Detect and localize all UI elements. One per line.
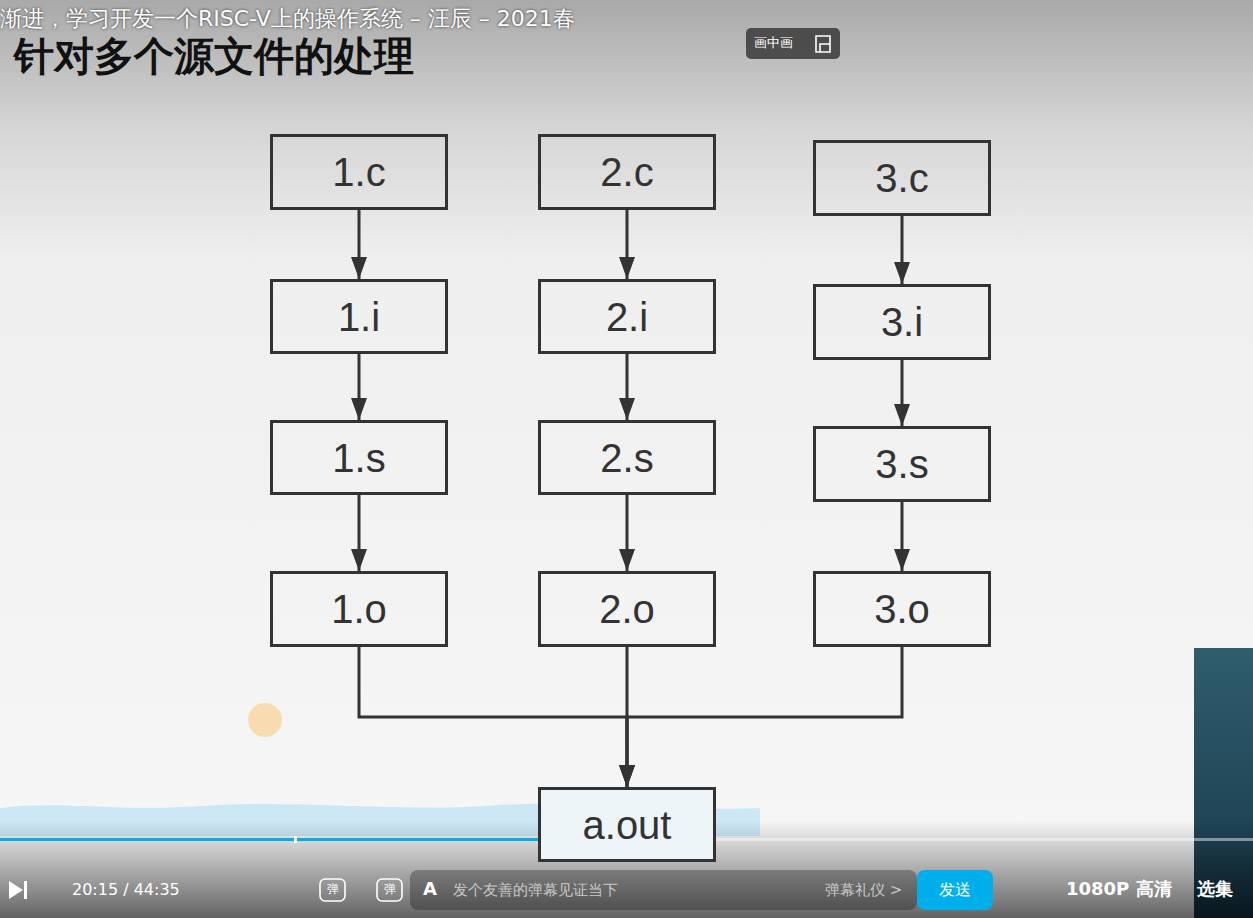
quality-label: 1080P 高清 — [1066, 878, 1172, 900]
file-box: 2.s — [538, 420, 716, 495]
file-name: 1.o — [331, 587, 387, 631]
file-box: 3.o — [813, 571, 991, 647]
file-name: 2.i — [606, 295, 648, 339]
flow-arrow — [901, 502, 904, 571]
flow-arrow — [626, 354, 629, 420]
flow-arrow — [626, 495, 629, 571]
file-name: 2.s — [600, 436, 653, 480]
video-title: 渐进，学习开发一个RISC-V上的操作系统 – 汪辰 – 2021春 — [0, 6, 575, 32]
danmaku-settings — [377, 879, 402, 901]
pip-icon — [816, 36, 830, 52]
file-name: 3.i — [881, 300, 923, 344]
episodes-label: 选集 — [1197, 878, 1233, 900]
flow-arrow — [358, 495, 361, 571]
time-display: 20:15 / 44:35 — [72, 880, 180, 899]
input-placeholder: 发个友善的弹幕见证当下 — [453, 881, 618, 899]
send-label: 发送 — [917, 880, 993, 899]
flow-arrow — [627, 647, 902, 787]
file-box: 2.c — [538, 134, 716, 210]
slide-title: 针对多个源文件的处理 — [14, 34, 414, 78]
file-name: 2.o — [599, 587, 655, 631]
comment-input — [410, 870, 917, 910]
font-icon: A — [423, 878, 437, 900]
file-name: a.out — [583, 803, 672, 847]
flow-arrow — [901, 360, 904, 426]
file-box: 2.i — [538, 279, 716, 354]
file-box: 3.c — [813, 140, 991, 216]
file-name: 1.i — [338, 295, 380, 339]
file-box: 3.i — [813, 284, 991, 360]
send-button — [917, 870, 993, 910]
file-box: 1.o — [270, 571, 448, 647]
file-box: 1.i — [270, 279, 448, 354]
cursor-dot — [248, 703, 282, 737]
progress-mark — [294, 836, 297, 843]
danmaku-toggle — [320, 879, 345, 901]
etiquette-link: 弹幕礼仪 > — [825, 881, 902, 899]
file-box: 3.s — [813, 426, 991, 502]
pip-label: 画中画 — [754, 35, 793, 51]
pip-button — [746, 28, 840, 59]
file-box: 1.c — [270, 134, 448, 210]
danmaku-icon-text: 弹 — [377, 882, 402, 896]
file-box: a.out — [538, 787, 716, 862]
file-name: 1.c — [332, 150, 385, 194]
flow-arrow — [901, 216, 904, 284]
flow-arrow — [358, 354, 361, 420]
next-icon-bar — [24, 881, 27, 899]
file-name: 3.o — [874, 587, 930, 631]
file-box: 1.s — [270, 420, 448, 495]
file-name: 3.c — [875, 156, 928, 200]
danmaku-icon-text: 弹 — [320, 882, 345, 896]
next-icon — [9, 881, 23, 899]
flow-arrow — [626, 210, 629, 279]
file-name: 2.c — [600, 150, 653, 194]
file-name: 3.s — [875, 442, 928, 486]
flow-arrow — [359, 647, 627, 787]
file-box: 2.o — [538, 571, 716, 647]
flow-arrow — [358, 210, 361, 279]
file-name: 1.s — [332, 436, 385, 480]
